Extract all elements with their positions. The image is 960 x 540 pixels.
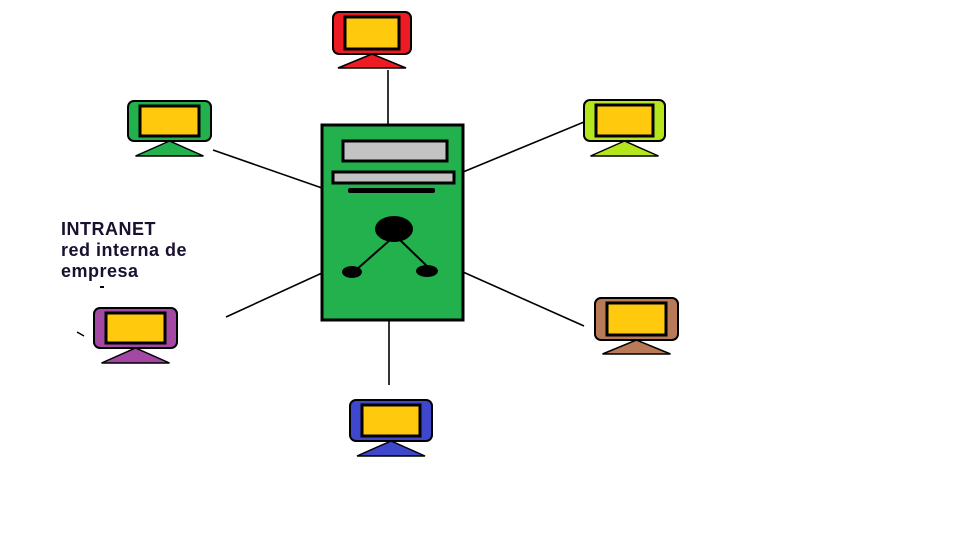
server-drive-bay <box>341 139 449 163</box>
monitor-stand <box>602 339 671 355</box>
monitor-stand <box>135 140 204 157</box>
monitor-screen <box>605 301 668 337</box>
monitor-stand <box>101 347 170 364</box>
monitor-screen <box>594 103 655 138</box>
label-title: INTRANET <box>61 219 156 239</box>
network-link <box>462 121 585 173</box>
monitor-screen <box>343 15 401 51</box>
workstation-lime <box>583 99 666 157</box>
workstation-brown <box>594 297 679 355</box>
workstation-red <box>332 11 412 69</box>
label-line3: empresa <box>61 261 139 281</box>
monitor-stand <box>356 440 426 457</box>
monitor-screen <box>104 311 167 345</box>
network-link <box>212 149 323 189</box>
workstations <box>93 11 679 457</box>
network-link <box>225 272 323 318</box>
stray-mark <box>76 331 85 337</box>
network-link <box>462 271 585 327</box>
workstation-green <box>127 100 212 157</box>
server-vent <box>348 188 435 193</box>
monitor-screen <box>138 104 201 138</box>
workstation-blue <box>349 399 433 457</box>
workstation-purple <box>93 307 178 364</box>
label-line2: red interna de <box>61 240 188 260</box>
server <box>320 123 465 322</box>
monitor-stand <box>590 140 659 157</box>
network-icon <box>342 216 438 278</box>
network-links <box>212 70 585 385</box>
monitor-screen <box>360 403 422 438</box>
monitor-stand <box>337 53 407 69</box>
server-drive-slot <box>331 170 456 185</box>
intranet-label: INTRANET red interna de empresa <box>61 219 187 282</box>
